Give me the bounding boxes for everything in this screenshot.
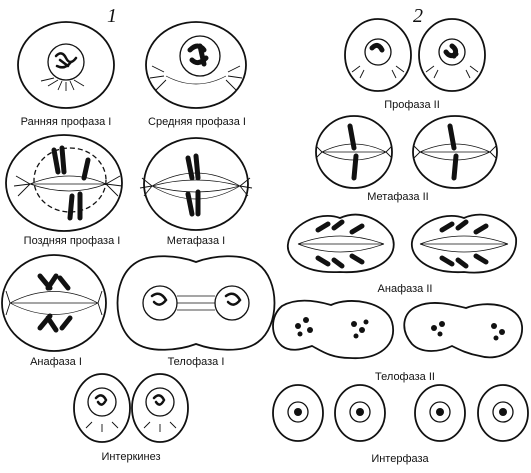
label-metaphase-2: Метафаза II [367,191,428,203]
label-early-prophase-1: Ранняя профаза I [21,116,112,128]
cell-telophase-2 [272,299,523,359]
cell-telophase-1 [116,255,276,351]
cell-interphase [272,384,529,442]
cell-prophase-2 [344,18,486,92]
cell-late-prophase-1 [5,134,123,232]
cell-anaphase-1 [1,254,107,352]
cell-anaphase-2 [287,213,517,274]
label-mid-prophase-1: Средняя профаза I [148,116,246,128]
label-late-prophase-1: Поздняя профаза I [24,235,121,247]
cell-mid-prophase-1 [145,21,247,109]
cell-metaphase-2 [315,115,498,189]
cell-early-prophase-1 [17,21,115,109]
label-anaphase-2: Анафаза II [378,283,433,295]
label-telophase-1: Телофаза I [168,356,225,368]
cell-metaphase-1 [139,137,253,231]
label-prophase-2: Профаза II [384,99,440,111]
label-telophase-2: Телофаза II [375,371,435,383]
label-interphase: Интерфаза [371,453,429,465]
label-anaphase-1: Анафаза I [30,356,82,368]
label-interkinesis: Интеркинез [101,451,160,463]
cell-interkinesis [73,373,189,443]
label-metaphase-1: Метафаза I [167,235,225,247]
column-number-2: 2 [413,5,423,27]
column-number-1: 1 [107,5,117,27]
